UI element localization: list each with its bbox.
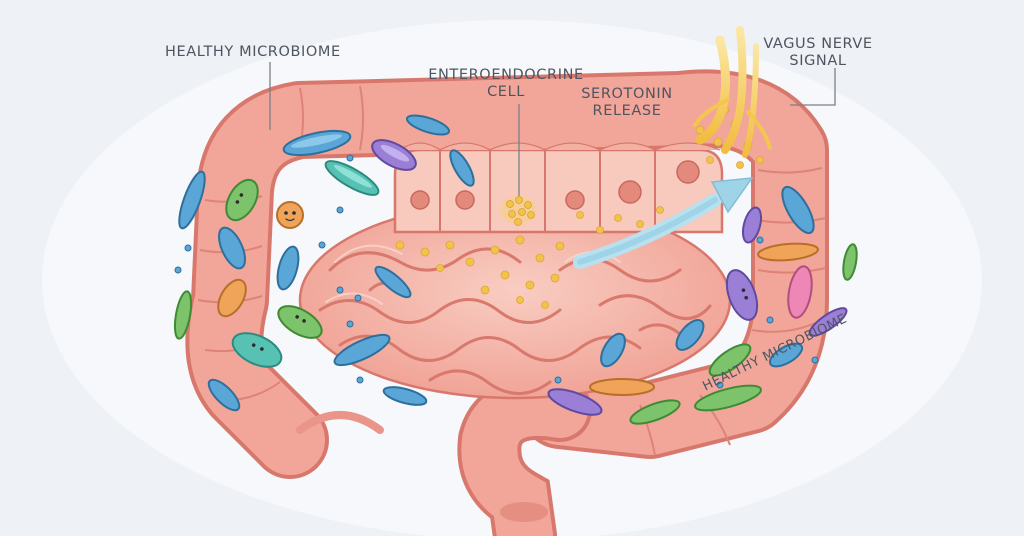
bacterium: [449, 149, 475, 187]
bacterium: [218, 226, 246, 270]
bacterium: [374, 265, 412, 299]
bacterium: [225, 178, 259, 222]
bacterium: [781, 185, 815, 235]
bacterium: [725, 269, 759, 321]
bacterium: [547, 388, 603, 416]
bacterium: [675, 319, 705, 351]
label-healthy-microbiome-top: HEALTHY MICROBIOME: [165, 44, 341, 60]
bacteria-dots: [174, 154, 819, 389]
bacterium: [708, 343, 752, 377]
appendix: [296, 411, 384, 434]
bacterium: [757, 242, 819, 262]
bacterium: [808, 307, 848, 337]
bacterium: [694, 384, 762, 412]
rectum-opening: [500, 502, 548, 522]
bacterium: [173, 290, 193, 340]
bacterium: [589, 378, 655, 396]
label-serotonin-release: SEROTONIN RELEASE: [581, 86, 673, 119]
label-vagus-nerve-signal: VAGUS NERVE SIGNAL: [763, 36, 873, 69]
bacterium: [282, 129, 352, 157]
signal-arrow: [573, 177, 754, 269]
bacterium: [600, 332, 626, 368]
bacterium: [405, 114, 451, 136]
bacterium: [629, 399, 681, 425]
vagus-nerve: [693, 26, 772, 158]
bacterium: [231, 332, 283, 368]
rectum-body: [461, 380, 588, 536]
bacterium: [276, 245, 300, 291]
label-enteroendocrine-cell: ENTEROENDOCRINE CELL: [428, 67, 584, 100]
bacterium: [217, 278, 247, 318]
bacterium: [277, 305, 323, 339]
bacteria-cluster: [173, 114, 858, 425]
bacterium: [842, 243, 858, 281]
bacterium: [276, 201, 304, 229]
bacterium: [207, 378, 241, 412]
leader-vagus-nerve: [790, 68, 836, 106]
cell-walls: [439, 150, 656, 232]
bacterium: [382, 386, 428, 406]
bacterium: [371, 139, 417, 171]
leader-lines: [269, 62, 836, 196]
bacterium: [768, 342, 804, 368]
bacterium: [324, 160, 380, 196]
cell-nuclei: [410, 160, 700, 210]
enteroendocrine-cell-granules: [500, 196, 536, 226]
bacterium: [787, 265, 813, 319]
bacterium: [741, 206, 763, 244]
bacterium: [333, 333, 391, 367]
epithelium-row: [393, 142, 724, 234]
large-intestine: [185, 69, 829, 479]
colon-body: [189, 73, 825, 475]
